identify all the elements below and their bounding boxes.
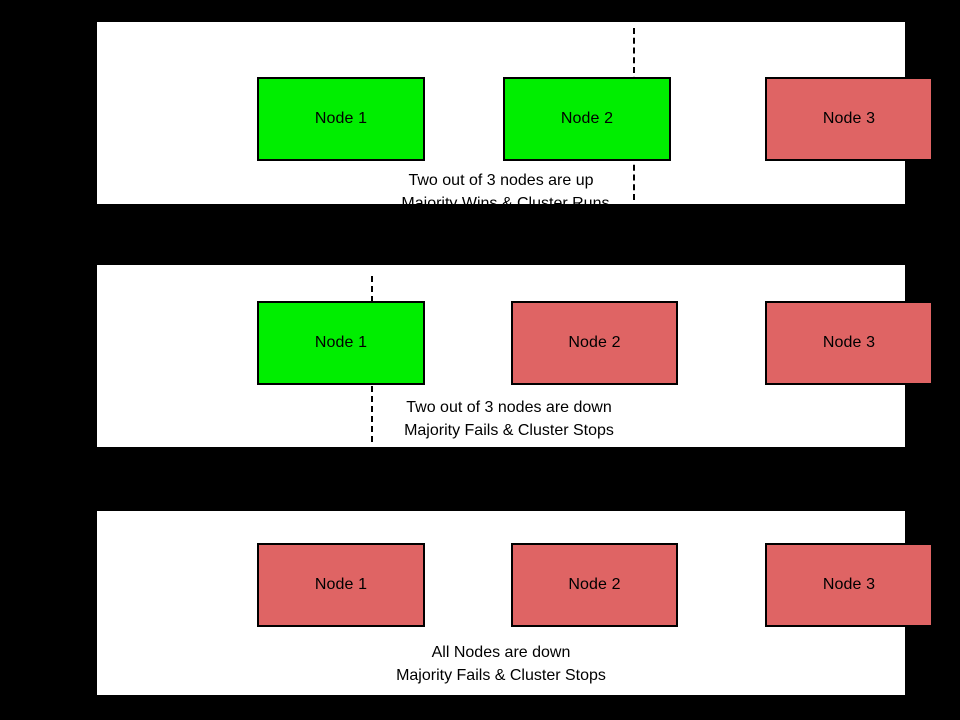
panel-caption: Two out of 3 nodes are up , Majority Win… xyxy=(97,169,905,215)
scenario-panel-all-down: Node 1 Node 2 Node 3 All Nodes are down … xyxy=(96,510,933,696)
panel-caption: Two out of 3 nodes are down Majority Fai… xyxy=(105,396,913,442)
node-box-3[interactable]: Node 3 xyxy=(765,543,933,627)
panel-caption: All Nodes are down Majority Fails & Clus… xyxy=(97,641,905,687)
node-box-3[interactable]: Node 3 xyxy=(765,77,933,161)
caption-line-1: All Nodes are down xyxy=(431,644,571,661)
caption-line-2: Majority Fails & Cluster Stops xyxy=(404,422,614,439)
scenario-panel-majority-fails-two-down: Node 1 Node 2 Node 3 Two out of 3 nodes … xyxy=(96,264,933,448)
node-box-1[interactable]: Node 1 xyxy=(257,543,425,627)
caption-line-1: Two out of 3 nodes are down xyxy=(406,399,612,416)
node-box-3[interactable]: Node 3 xyxy=(765,301,933,385)
scenario-panel-majority-wins: Node 1 Node 2 Node 3 Two out of 3 nodes … xyxy=(96,21,933,212)
node-box-2[interactable]: Node 2 xyxy=(511,543,678,627)
node-box-2[interactable]: Node 2 xyxy=(511,301,678,385)
caption-line-2: , Majority Wins & Cluster Runs xyxy=(392,195,610,212)
caption-line-1: Two out of 3 nodes are up xyxy=(408,172,594,189)
caption-line-2: Majority Fails & Cluster Stops xyxy=(396,667,606,684)
node-box-2[interactable]: Node 2 xyxy=(503,77,671,161)
node-box-1[interactable]: Node 1 xyxy=(257,301,425,385)
node-box-1[interactable]: Node 1 xyxy=(257,77,425,161)
